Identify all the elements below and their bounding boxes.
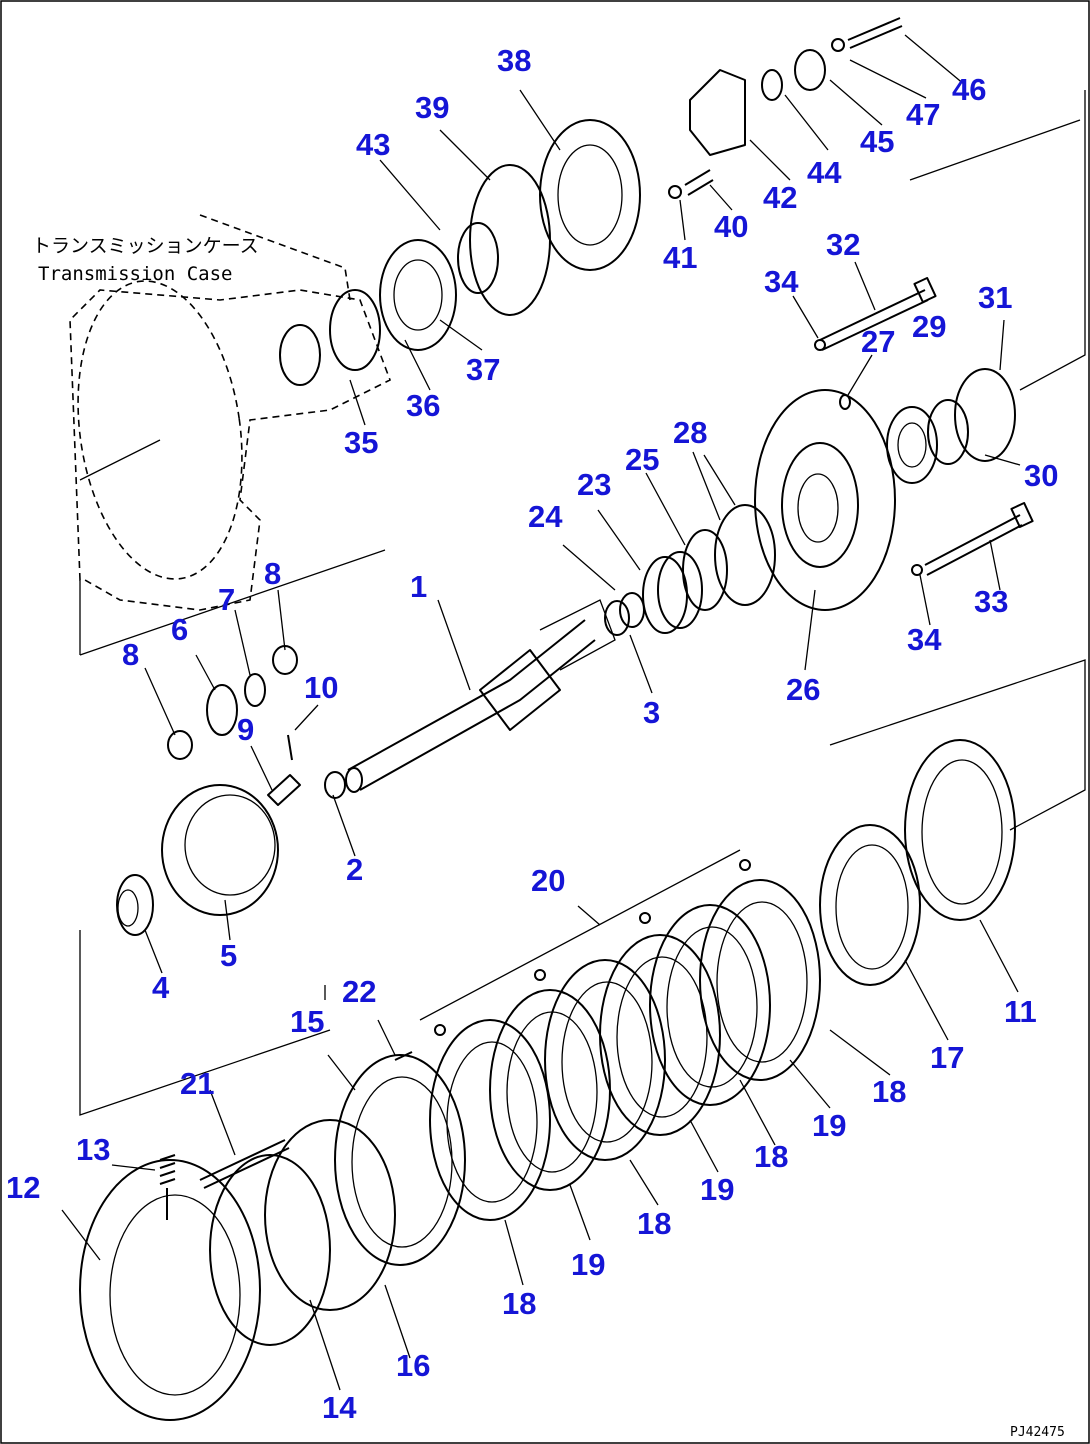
callout-18d: 18 [872, 1074, 906, 1109]
callout-9: 9 [237, 712, 254, 747]
callout-31: 31 [978, 280, 1012, 315]
callout-24: 24 [528, 499, 563, 534]
callout-43: 43 [356, 127, 390, 162]
callout-25: 25 [625, 442, 659, 477]
callout-41: 41 [663, 240, 697, 275]
callout-29: 29 [912, 309, 946, 344]
callout-4: 4 [152, 970, 170, 1005]
callout-32: 32 [826, 227, 860, 262]
callout-2: 2 [346, 852, 363, 887]
leader-lines [61, 34, 1021, 1391]
callouts: 1 2 3 4 5 6 7 8 8 9 10 11 12 13 14 15 16… [6, 43, 1058, 1425]
callout-23: 23 [577, 467, 611, 502]
callout-35: 35 [344, 425, 378, 460]
callout-8b: 8 [264, 556, 281, 591]
callout-17: 17 [930, 1040, 964, 1075]
callout-1: 1 [410, 569, 427, 604]
reference-code: PJ42475 [1010, 1425, 1065, 1440]
callout-38: 38 [497, 43, 531, 78]
callout-13: 13 [76, 1132, 110, 1167]
callout-27: 27 [861, 324, 895, 359]
callout-8a: 8 [122, 637, 139, 672]
callout-18a: 18 [502, 1286, 536, 1321]
callout-16: 16 [396, 1348, 430, 1383]
callout-12: 12 [6, 1170, 40, 1205]
callout-3: 3 [643, 695, 660, 730]
case-label-english: Transmission Case [38, 263, 232, 285]
callout-21: 21 [180, 1066, 214, 1101]
callout-47: 47 [906, 97, 940, 132]
parts-artwork [79, 17, 1034, 1421]
callout-28: 28 [673, 415, 707, 450]
callout-30: 30 [1024, 458, 1058, 493]
callout-39: 39 [415, 90, 449, 125]
transmission-case [69, 214, 392, 655]
callout-19a: 19 [571, 1247, 605, 1282]
callout-26: 26 [786, 672, 820, 707]
callout-34a: 34 [764, 264, 799, 299]
callout-11: 11 [1004, 994, 1037, 1029]
callout-14: 14 [322, 1390, 357, 1425]
callout-20: 20 [531, 863, 565, 898]
callout-19c: 19 [812, 1108, 846, 1143]
callout-18c: 18 [754, 1139, 788, 1174]
axis-lines [79, 90, 1086, 1116]
callout-42: 42 [763, 180, 797, 215]
callout-44: 44 [807, 155, 842, 190]
case-label-japanese: トランスミッションケース [32, 235, 259, 257]
callout-18b: 18 [637, 1206, 671, 1241]
callout-33: 33 [974, 584, 1008, 619]
callout-45: 45 [860, 124, 894, 159]
callout-5: 5 [220, 938, 237, 973]
callout-34b: 34 [907, 622, 942, 657]
callout-46: 46 [952, 72, 986, 107]
callout-22: 22 [342, 974, 376, 1009]
callout-40: 40 [714, 209, 748, 244]
callout-15: 15 [290, 1004, 324, 1039]
callout-6: 6 [171, 612, 188, 647]
callout-7: 7 [218, 582, 235, 617]
callout-36: 36 [406, 388, 440, 423]
callout-19b: 19 [700, 1172, 734, 1207]
callout-10: 10 [304, 670, 338, 705]
callout-37: 37 [466, 352, 500, 387]
